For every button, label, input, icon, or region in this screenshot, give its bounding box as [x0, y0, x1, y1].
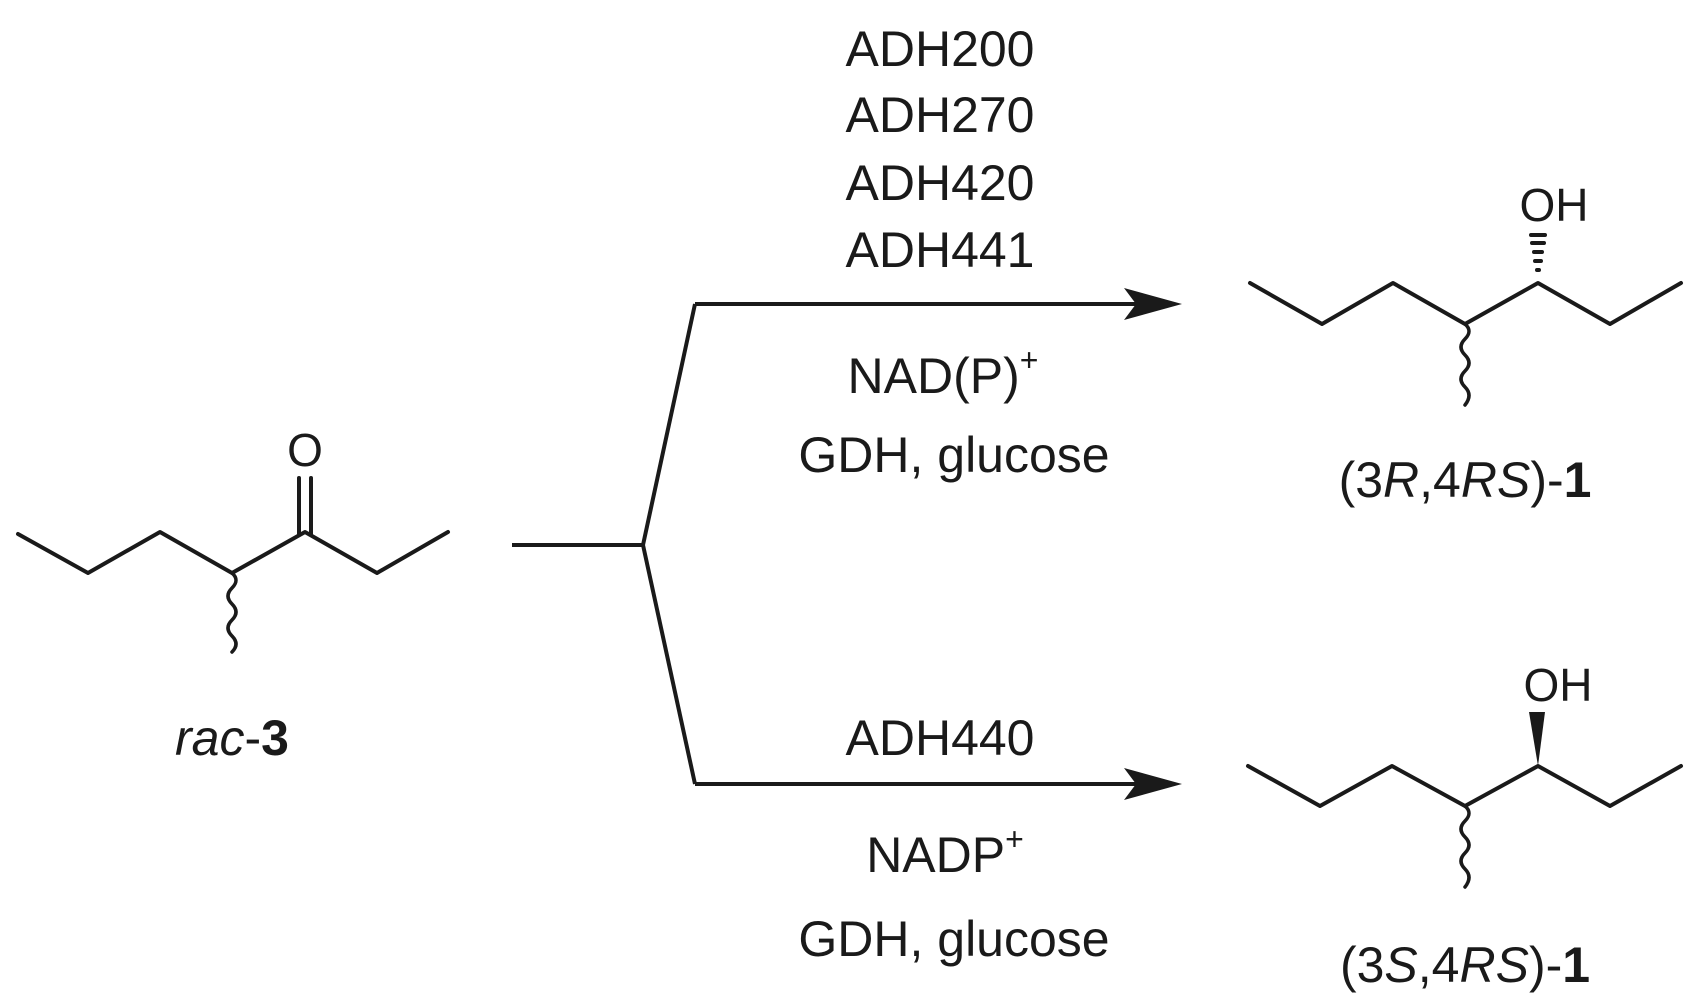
lower-regeneration-system: GDH, glucose — [798, 911, 1109, 967]
lower-product-label: (3S,4RS)-1 — [1340, 937, 1590, 993]
reactant-structure: O — [16, 424, 450, 654]
lower-product-skeleton-bonds — [1246, 764, 1683, 808]
lower-product-hydroxyl-label: OH — [1524, 659, 1593, 711]
branching-arrows — [512, 288, 1182, 800]
lower-product-wedge-oh-bond — [1529, 712, 1545, 766]
upper-cofactor: NAD(P)+ — [848, 342, 1039, 404]
lower-product-structure: OH — [1246, 659, 1683, 889]
upper-enzyme-4: ADH441 — [846, 222, 1035, 278]
upper-product-label: (3R,4RS)-1 — [1339, 452, 1592, 508]
upper-product-wavy-methyl-bond — [1459, 322, 1471, 407]
upper-product-hashed-oh-bond — [1529, 233, 1547, 272]
upper-regeneration-system: GDH, glucose — [798, 427, 1109, 483]
branch-lower-diagonal — [641, 544, 697, 785]
upper-arrowhead — [1124, 288, 1182, 320]
upper-product-skeleton-bonds — [1248, 281, 1683, 326]
lower-conditions: ADH440 NADP+ GDH, glucose — [798, 710, 1109, 967]
reactant-wavy-methyl-bond — [226, 571, 238, 654]
lower-cofactor: NADP+ — [866, 821, 1024, 883]
upper-product-hydroxyl-label: OH — [1520, 179, 1589, 231]
branch-upper-diagonal — [641, 303, 697, 546]
lower-enzyme-1: ADH440 — [846, 710, 1035, 766]
reactant-label: rac-3 — [175, 710, 289, 766]
reactant-skeleton-bonds — [16, 530, 450, 575]
upper-enzyme-1: ADH200 — [846, 21, 1035, 77]
upper-product-structure: OH — [1248, 179, 1683, 407]
upper-enzyme-3: ADH420 — [846, 155, 1035, 211]
upper-enzyme-2: ADH270 — [846, 87, 1035, 143]
lower-product-wavy-methyl-bond — [1459, 804, 1471, 889]
lower-arrowhead — [1124, 768, 1182, 800]
carbonyl-oxygen-label: O — [287, 424, 323, 476]
upper-conditions: ADH200 ADH270 ADH420 ADH441 NAD(P)+ GDH,… — [798, 21, 1109, 483]
